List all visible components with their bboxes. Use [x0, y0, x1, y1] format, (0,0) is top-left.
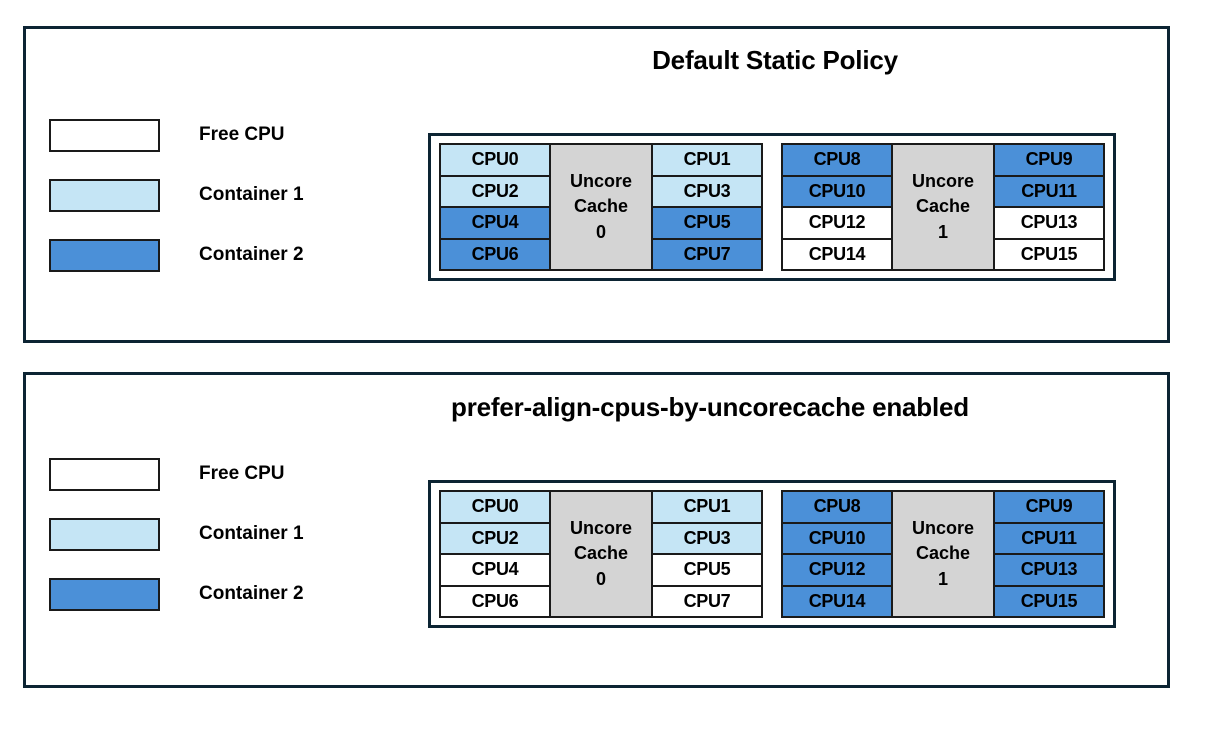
cpu-column-right: CPU9 CPU11 CPU13 CPU15: [995, 145, 1103, 269]
cpu-cell: CPU2: [441, 176, 549, 208]
legend-label-container-2: Container 2: [199, 244, 304, 265]
uncore-cache-label-1: Uncore Cache 1: [891, 145, 995, 269]
cpu-cell: CPU6: [441, 586, 549, 616]
cpu-cell: CPU12: [783, 208, 891, 240]
cpu-cell: CPU15: [995, 239, 1103, 269]
legend-swatch-free-cpu: [49, 457, 160, 491]
cpu-cell: CPU14: [783, 239, 891, 269]
legend-item-container-1: Container 1: [49, 165, 379, 225]
cpu-cell: CPU2: [441, 523, 549, 555]
cpu-column-right: CPU9 CPU11 CPU13 CPU15: [995, 492, 1103, 616]
legend-item-container-2: Container 2: [49, 225, 379, 285]
cache-label-line-2: Cache: [573, 196, 629, 217]
legend-swatch-container-2: [49, 577, 160, 611]
cpu-cell: CPU15: [995, 586, 1103, 616]
legend-default-static-policy: Free CPU Container 1 Container 2: [49, 105, 379, 285]
cpu-cell: CPU8: [783, 492, 891, 524]
cache-label-line-3: 0: [595, 221, 606, 242]
cpu-cell: CPU10: [783, 176, 891, 208]
cpu-cell: CPU10: [783, 523, 891, 555]
page-title-default-static-policy: Default Static Policy: [652, 45, 898, 75]
legend-item-container-2: Container 2: [49, 564, 379, 624]
cpu-cell: CPU1: [653, 145, 761, 177]
cpu-cell: CPU8: [783, 145, 891, 177]
cpu-topology-diagram-prefer-align: CPU0 CPU2 CPU4 CPU6 Uncore Cache 0 CPU1 …: [428, 480, 1116, 628]
legend-label-container-2: Container 2: [199, 583, 304, 604]
legend-item-free-cpu: Free CPU: [49, 444, 379, 504]
cpu-column-right: CPU1 CPU3 CPU5 CPU7: [653, 145, 761, 269]
cpu-cell: CPU5: [653, 208, 761, 240]
cpu-cell: CPU12: [783, 555, 891, 587]
cache-label-line-1: Uncore: [569, 170, 632, 191]
uncore-cache-group-1: CPU8 CPU10 CPU12 CPU14 Uncore Cache 1 CP…: [781, 490, 1105, 618]
cpu-cell: CPU13: [995, 208, 1103, 240]
cpu-cell: CPU13: [995, 555, 1103, 587]
cpu-column-left: CPU0 CPU2 CPU4 CPU6: [441, 492, 549, 616]
cpu-cell: CPU4: [441, 208, 549, 240]
cpu-column-left: CPU8 CPU10 CPU12 CPU14: [783, 492, 891, 616]
uncore-cache-label-1: Uncore Cache 1: [891, 492, 995, 616]
cpu-cell: CPU1: [653, 492, 761, 524]
legend-item-container-1: Container 1: [49, 504, 379, 564]
page-title-prefer-align-cpus-by-uncorecache: prefer-align-cpus-by-uncorecache enabled: [451, 392, 969, 422]
cpu-cell: CPU0: [441, 145, 549, 177]
cache-label-line-1: Uncore: [911, 170, 974, 191]
cpu-cell: CPU11: [995, 523, 1103, 555]
uncore-cache-group-1: CPU8 CPU10 CPU12 CPU14 Uncore Cache 1 CP…: [781, 143, 1105, 271]
legend-label-container-1: Container 1: [199, 184, 304, 205]
legend-swatch-container-1: [49, 178, 160, 212]
cpu-cell: CPU3: [653, 176, 761, 208]
uncore-cache-label-0: Uncore Cache 0: [549, 145, 653, 269]
cpu-cell: CPU9: [995, 492, 1103, 524]
legend-item-free-cpu: Free CPU: [49, 105, 379, 165]
cpu-cell: CPU4: [441, 555, 549, 587]
cpu-column-right: CPU1 CPU3 CPU5 CPU7: [653, 492, 761, 616]
cache-label-line-2: Cache: [915, 196, 971, 217]
cache-label-line-1: Uncore: [911, 517, 974, 538]
cache-label-line-2: Cache: [915, 543, 971, 564]
cpu-cell: CPU0: [441, 492, 549, 524]
legend-label-free-cpu: Free CPU: [199, 463, 285, 484]
cpu-cell: CPU5: [653, 555, 761, 587]
cpu-cell: CPU14: [783, 586, 891, 616]
uncore-cache-group-0: CPU0 CPU2 CPU4 CPU6 Uncore Cache 0 CPU1 …: [439, 143, 763, 271]
cache-label-line-3: 1: [937, 568, 948, 589]
uncore-cache-label-0: Uncore Cache 0: [549, 492, 653, 616]
legend-label-container-1: Container 1: [199, 523, 304, 544]
cache-label-line-2: Cache: [573, 543, 629, 564]
legend-prefer-align: Free CPU Container 1 Container 2: [49, 444, 379, 624]
cache-label-line-3: 0: [595, 568, 606, 589]
cpu-column-left: CPU0 CPU2 CPU4 CPU6: [441, 145, 549, 269]
legend-swatch-container-2: [49, 238, 160, 272]
legend-label-free-cpu: Free CPU: [199, 124, 285, 145]
cpu-cell: CPU9: [995, 145, 1103, 177]
cpu-topology-diagram-default: CPU0 CPU2 CPU4 CPU6 Uncore Cache 0 CPU1 …: [428, 133, 1116, 281]
legend-swatch-free-cpu: [49, 118, 160, 152]
cpu-cell: CPU3: [653, 523, 761, 555]
legend-swatch-container-1: [49, 517, 160, 551]
cache-label-line-3: 1: [937, 221, 948, 242]
cpu-cell: CPU7: [653, 586, 761, 616]
cpu-column-left: CPU8 CPU10 CPU12 CPU14: [783, 145, 891, 269]
cpu-cell: CPU6: [441, 239, 549, 269]
cpu-cell: CPU7: [653, 239, 761, 269]
uncore-cache-group-0: CPU0 CPU2 CPU4 CPU6 Uncore Cache 0 CPU1 …: [439, 490, 763, 618]
cache-label-line-1: Uncore: [569, 517, 632, 538]
cpu-cell: CPU11: [995, 176, 1103, 208]
